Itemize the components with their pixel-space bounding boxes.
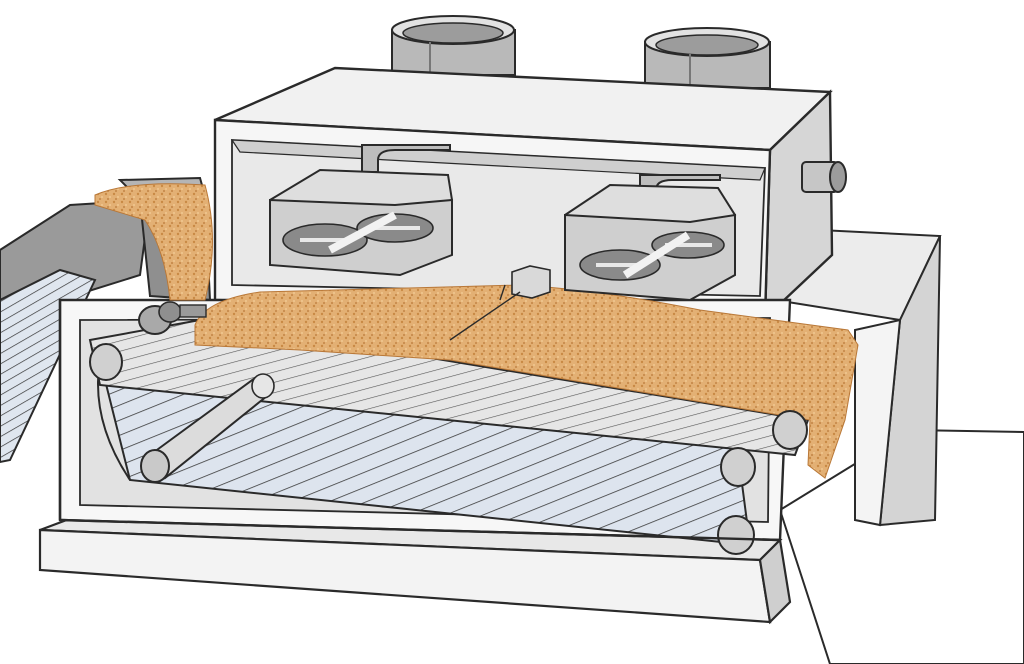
exhaust-stack-right (644, 27, 771, 89)
burner-left (269, 144, 454, 277)
belt-rollers (89, 301, 808, 555)
drive-gear (138, 301, 207, 335)
base-slab (38, 513, 792, 625)
chamber-front-edge (58, 300, 781, 542)
fan-burner-icon (282, 211, 434, 257)
sensor-box-icon (449, 265, 551, 341)
burner-right (564, 174, 737, 302)
fan-burner-icon (579, 231, 725, 281)
idler-roller (140, 373, 275, 483)
exhaust-stack-left (391, 15, 516, 76)
